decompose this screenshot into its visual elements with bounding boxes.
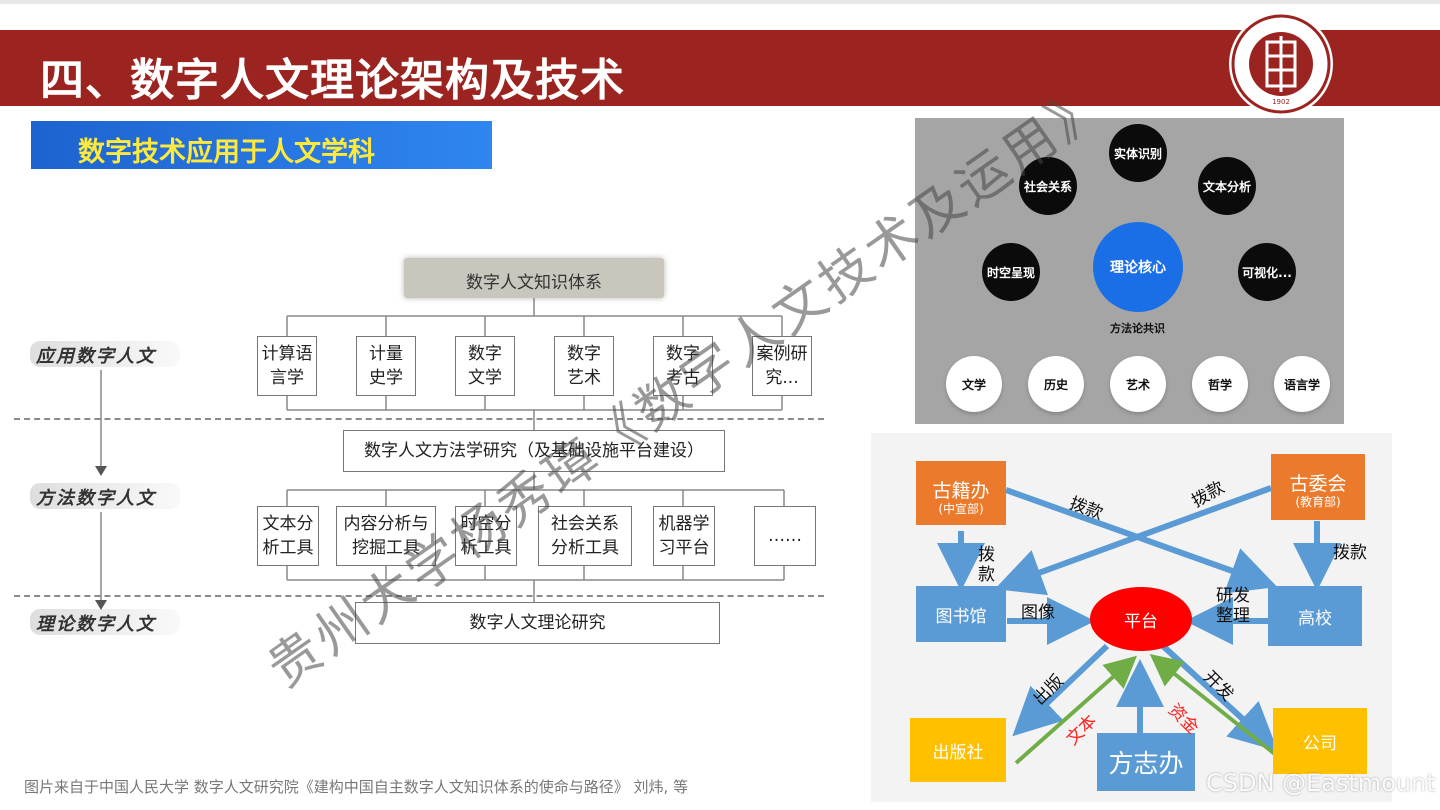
guwei-label: 古委会 [1289, 473, 1347, 495]
method-node-line1: 内容分析与 [343, 514, 429, 534]
methodology-label: 数字人文方法学研究（及基础设施平台建设） [364, 441, 704, 461]
method-node [336, 506, 436, 566]
app-node-line2: 言学 [270, 368, 304, 388]
subtitle-text: 数字技术应用于人文学科 [78, 137, 375, 168]
method-node [538, 506, 632, 566]
publisher-box: 出版社 [910, 718, 1006, 782]
subtitle-banner [31, 121, 492, 169]
university-logo: 1902 [1229, 12, 1333, 116]
app-node [257, 336, 317, 396]
layer-divider-1 [14, 418, 824, 420]
app-node-line1: 案例研 [756, 344, 808, 364]
method-node [455, 506, 517, 566]
method-node-line2: 挖掘工具 [352, 538, 420, 558]
app-node-line1: 计算语 [261, 344, 313, 364]
app-node-line2: 艺术 [567, 368, 601, 388]
guji-office-label: 古籍办 [932, 480, 990, 502]
method-node-line1: 社会关系 [551, 514, 619, 534]
layer-brush-3 [30, 609, 180, 635]
knowledge-system-label: 数字人文知识体系 [466, 273, 602, 293]
app-node-line2: 史学 [369, 368, 403, 388]
slide-title: 四、数字人文理论架构及技术 [40, 55, 625, 106]
app-node-line1: 数字 [468, 344, 502, 364]
dark-node: 可视化... [1238, 243, 1296, 301]
svg-text:1902: 1902 [1272, 98, 1290, 106]
edge-label-bokuan: 拨款 [978, 545, 995, 585]
app-node [752, 336, 812, 396]
app-node-line1: 数字 [567, 344, 601, 364]
dark-node: 文本分析 [1198, 157, 1256, 215]
guwei-box [1271, 454, 1365, 520]
method-consensus-label: 方法论共识 [1110, 322, 1165, 335]
theory-box [355, 602, 720, 644]
fangzhi-box: 方志办 [1097, 733, 1195, 791]
layer-divider-2 [14, 595, 824, 597]
flow-arrows [937, 485, 1341, 765]
method-node-line2: 析工具 [460, 538, 512, 558]
dark-node: 社会关系 [1019, 157, 1077, 215]
method-node-line1: 文本分 [262, 514, 314, 534]
method-node-line1: …… [768, 526, 802, 546]
discipline-node: 历史 [1028, 356, 1084, 412]
discipline-node: 艺术 [1110, 356, 1166, 412]
layer-label-application: 应用数字人文 [36, 346, 156, 367]
csdn-watermark: CSDN @Eastmount [1206, 769, 1436, 797]
knowledge-system-banner [404, 258, 664, 298]
guji-office-box [916, 461, 1006, 525]
app-node-line2: 究... [765, 368, 799, 388]
method-node-line2: 分析工具 [551, 538, 619, 558]
app-node-line1: 数字 [666, 344, 700, 364]
guwei-sub: (教育部) [1295, 495, 1341, 509]
university-box: 高校 [1268, 586, 1362, 646]
top-divider [0, 0, 1440, 4]
app-node [653, 336, 713, 396]
image-caption: 图片来自于中国人民大学 数字人文研究院《建构中国自主数字人文知识体系的使命与路径… [24, 778, 689, 796]
dark-node: 时空呈现 [982, 243, 1040, 301]
layer-label-theory: 理论数字人文 [36, 614, 156, 635]
discipline-node: 哲学 [1192, 356, 1248, 412]
method-node [257, 506, 319, 566]
app-node [356, 336, 416, 396]
method-node-line2: 习平台 [658, 538, 710, 558]
diagram-connectors [95, 298, 785, 610]
app-node-line2: 文学 [468, 368, 502, 388]
edge-label-image: 图像 [1021, 603, 1055, 623]
dark-node: 实体识别 [1109, 124, 1167, 182]
title-bar [0, 30, 1440, 106]
app-node [554, 336, 614, 396]
edge-label-research: 研发整理 [1216, 586, 1250, 626]
layer-brush-1 [30, 341, 180, 367]
edge-label-bokuan: 拨款 [1333, 543, 1367, 563]
method-node [653, 506, 715, 566]
method-node-line1: 机器学 [658, 514, 710, 534]
method-node-line1: 时空分 [460, 514, 512, 534]
app-node-line1: 计量 [369, 344, 403, 364]
method-node-line2: 析工具 [262, 538, 314, 558]
company-box: 公司 [1273, 708, 1367, 774]
core-circle: 理论核心 [1093, 222, 1183, 312]
app-node [455, 336, 515, 396]
discipline-node: 文学 [946, 356, 1002, 412]
app-node-line2: 考古 [666, 368, 700, 388]
layer-brush-2 [30, 483, 180, 509]
platform-node: 平台 [1090, 587, 1192, 651]
method-node [754, 506, 816, 566]
layer-label-method: 方法数字人文 [36, 488, 156, 509]
guji-office-sub: (中宣部) [938, 502, 984, 516]
methodology-box [343, 430, 725, 472]
library-box: 图书馆 [916, 586, 1006, 642]
discipline-node: 语言学 [1274, 356, 1330, 412]
theory-label: 数字人文理论研究 [469, 613, 606, 633]
